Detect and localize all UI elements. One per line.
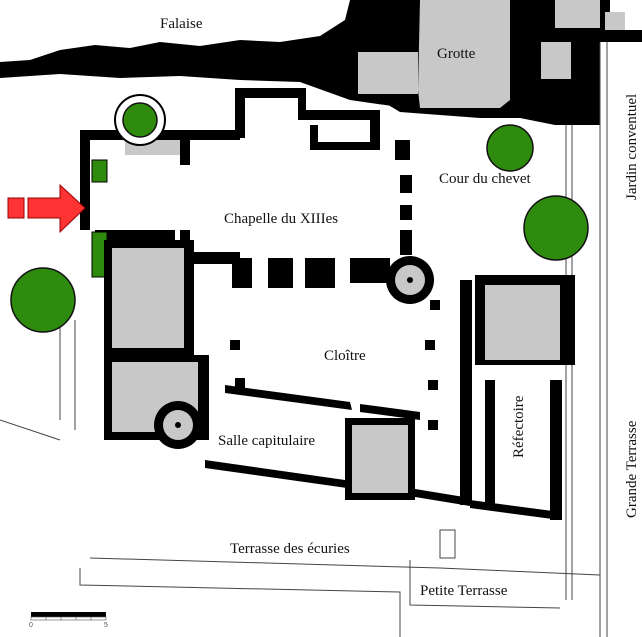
grotto-cell-2	[555, 0, 600, 28]
label-jardin-conventuel: Jardin conventuel	[624, 94, 640, 200]
grotto-room	[418, 0, 510, 108]
label-cloitre: Cloître	[324, 348, 366, 364]
refectory-room	[485, 285, 560, 360]
label-terrasse-ecuries: Terrasse des écuries	[230, 541, 350, 557]
label-grotte: Grotte	[437, 46, 476, 62]
garden-wall	[600, 30, 642, 42]
label-petite-terrasse: Petite Terrasse	[420, 583, 508, 599]
tree	[122, 102, 158, 138]
stairs	[439, 529, 456, 559]
label-refectoire: Réfectoire	[511, 395, 527, 458]
scale-start: 0	[29, 622, 33, 629]
label-falaise: Falaise	[160, 16, 203, 32]
entrance-arrow	[7, 183, 86, 234]
scale-end: 5	[104, 622, 108, 629]
label-cour-du-chevet: Cour du chevet	[439, 171, 531, 187]
chapel-green-block	[91, 159, 108, 183]
grotto-cell-3	[605, 12, 625, 34]
grotto-side-room	[358, 52, 418, 94]
tree	[10, 267, 76, 333]
cliff	[0, 0, 420, 110]
grotto-cell	[541, 42, 571, 79]
tree	[523, 195, 589, 261]
label-chapelle: Chapelle du XIIIes	[224, 211, 338, 227]
tree	[486, 124, 534, 172]
chapter-room	[352, 425, 408, 493]
label-salle-capitulaire: Salle capitulaire	[218, 433, 315, 449]
label-grande-terrasse: Grande Terrasse	[624, 420, 640, 518]
west-room	[112, 248, 184, 348]
scale-bar: 0 5	[29, 612, 108, 629]
